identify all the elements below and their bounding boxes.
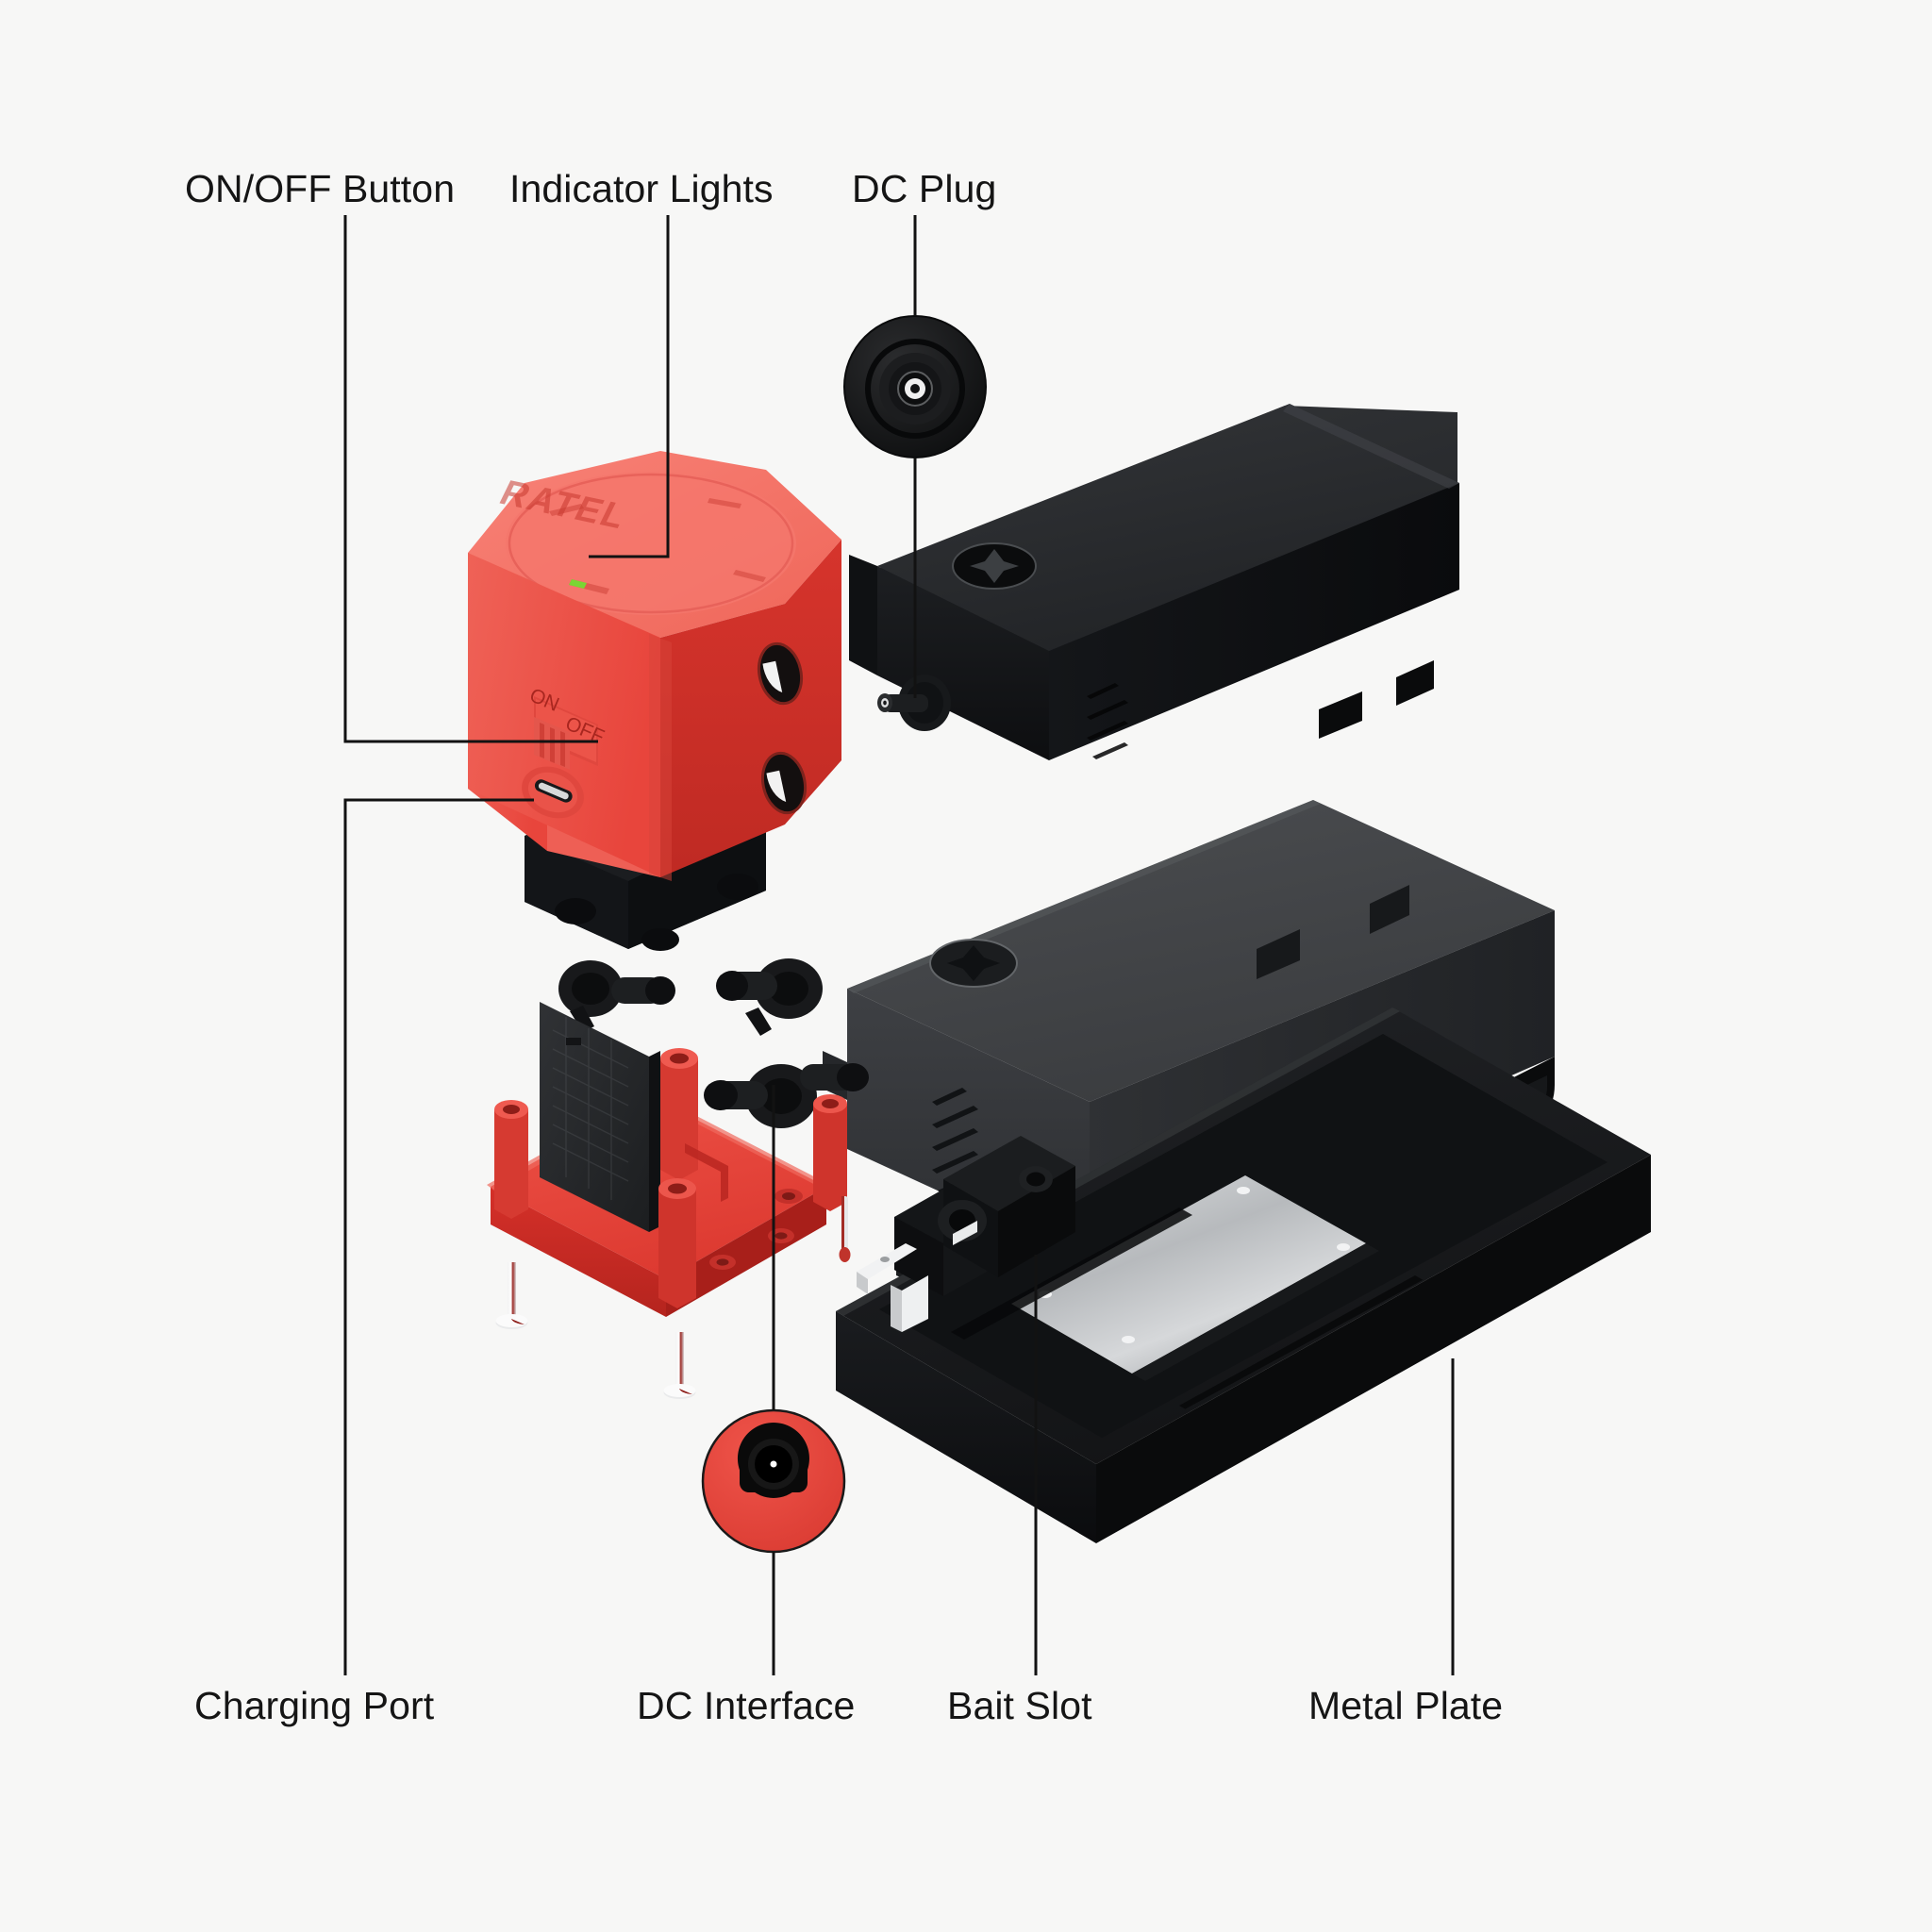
part-screw-left [495, 1262, 528, 1329]
callout-label-metal-plate: Metal Plate [1308, 1684, 1504, 1727]
mount-posts [494, 1048, 847, 1308]
bait-slot-mechanism [839, 1136, 1075, 1332]
charging-port-usbc[interactable] [514, 758, 592, 827]
leader-charging-port [343, 798, 534, 1675]
vent-slots-upper [1087, 683, 1128, 759]
part-screw-right [663, 1332, 696, 1399]
clamp-mid [716, 958, 823, 1036]
leader-on-off-button [343, 215, 598, 743]
clamp-right [704, 1063, 869, 1128]
trigger-brackets [857, 1221, 977, 1332]
part-base-tray [836, 1008, 1651, 1543]
leader-lines [343, 215, 1455, 1675]
callout-label-dc-interface: DC Interface [637, 1684, 856, 1727]
callout-label-indicator-lights: Indicator Lights [509, 167, 774, 210]
detail-bubble-dc-plug [843, 315, 987, 458]
callout-label-charging-port: Charging Port [194, 1684, 435, 1727]
part-pcb-board [540, 1002, 660, 1232]
right-face-holes [757, 641, 808, 815]
vent-star-icon-upper [952, 542, 1037, 590]
callout-label-bait-slot: Bait Slot [947, 1684, 1092, 1727]
on-off-switch[interactable] [534, 696, 598, 770]
part-upper-black-cover [849, 404, 1459, 760]
callout-label-on-off-button: ON/OFF Button [185, 167, 456, 210]
connector-clamps [558, 958, 869, 1128]
part-red-mount-plate [487, 1002, 847, 1317]
clamp-left [558, 960, 675, 1032]
detail-bubble-dc-interface [701, 1408, 846, 1554]
part-red-head-module: RATEL ON OFF [468, 451, 841, 951]
indicator-light-slots [549, 498, 766, 594]
vent-star-icon-lower [929, 939, 1018, 988]
callout-label-dc-plug: DC Plug [852, 167, 997, 210]
